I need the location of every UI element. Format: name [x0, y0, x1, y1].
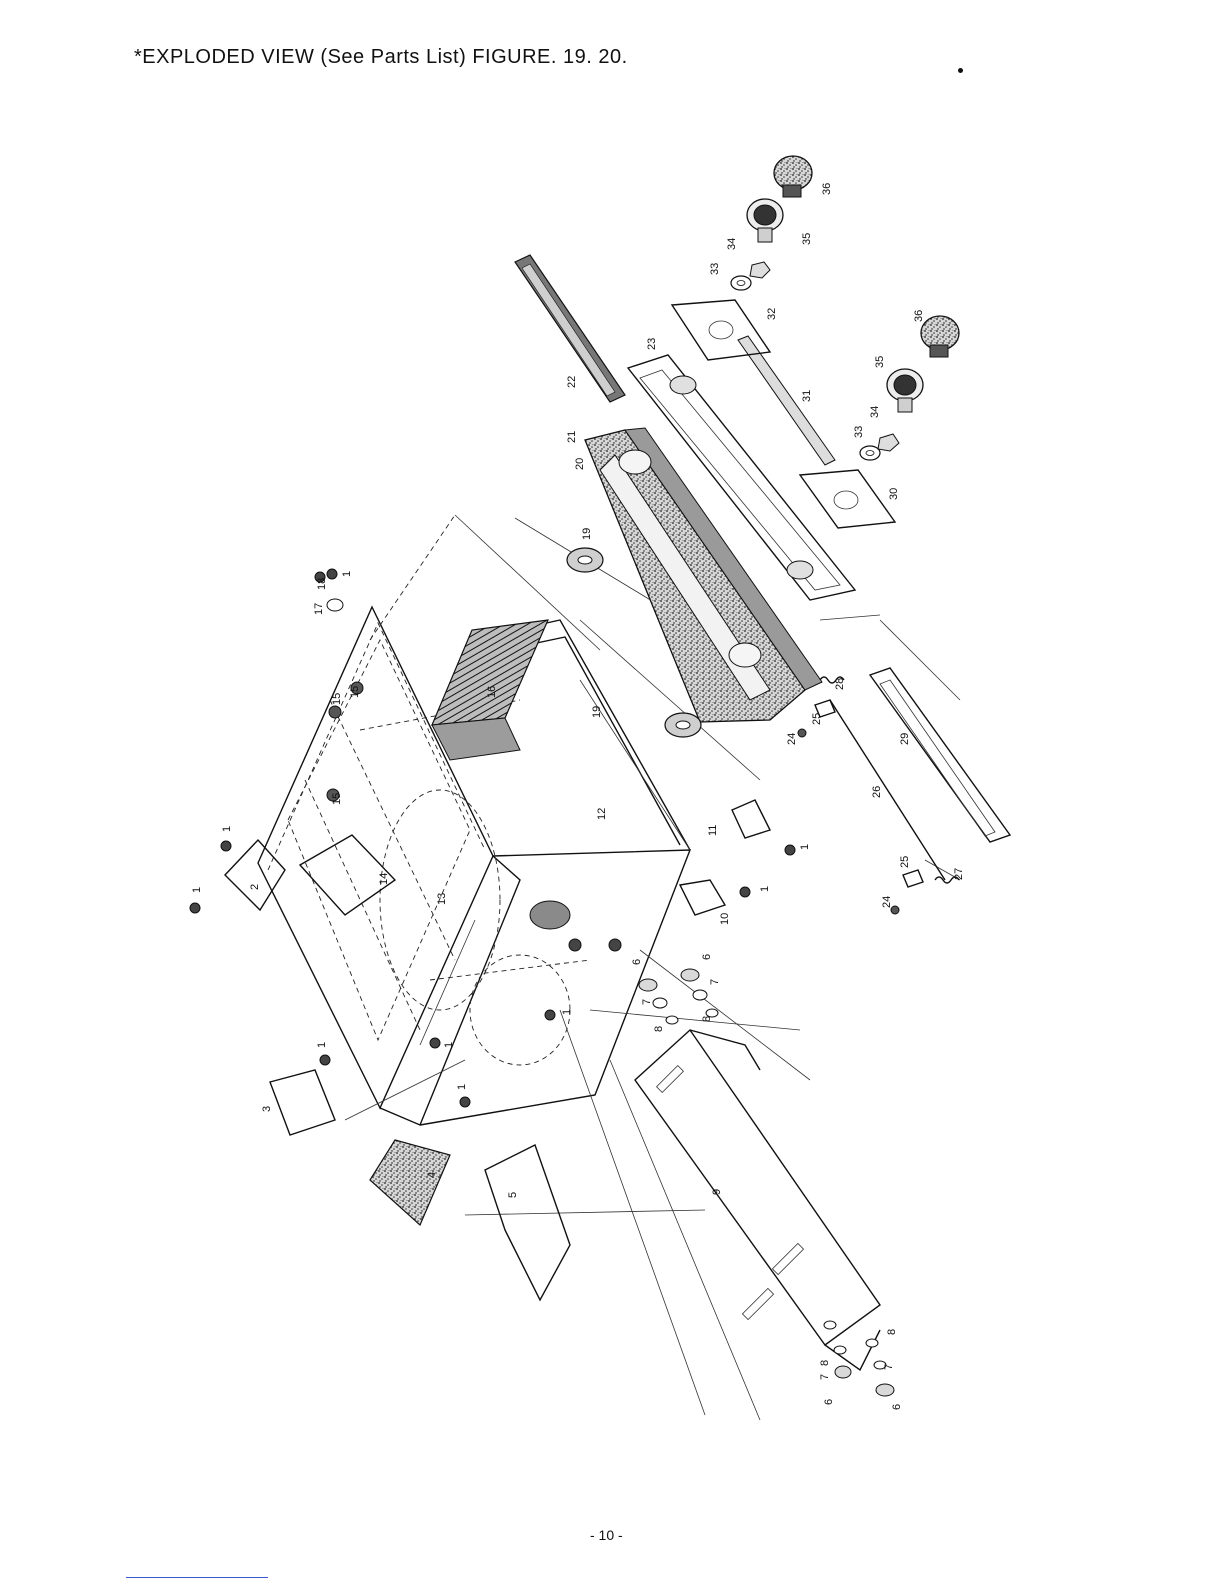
- escutcheon-19-lower: [665, 713, 701, 737]
- knob-36-lower: [921, 316, 959, 357]
- callout-label: 24: [881, 896, 893, 908]
- callout-label: 1: [456, 1084, 468, 1090]
- page-number: - 10 -: [590, 1527, 623, 1543]
- callout-label: 35: [874, 356, 886, 368]
- callout-label: 29: [899, 733, 911, 745]
- callout-label: 1: [759, 886, 771, 892]
- plate-5: [485, 1145, 570, 1300]
- callout-label: 5: [507, 1192, 519, 1198]
- callout-label: 6: [701, 954, 713, 960]
- callout-label: 8: [886, 1329, 898, 1335]
- knob-36-upper: [774, 156, 812, 197]
- slide-door-29: [870, 668, 1010, 842]
- callout-label: 31: [801, 390, 813, 402]
- callout-label: 15: [331, 793, 343, 805]
- callout-label: 4: [426, 1172, 438, 1178]
- callout-label: 36: [821, 183, 833, 195]
- callout-label: 34: [869, 406, 881, 418]
- callout-label: 14: [378, 873, 390, 885]
- callout-label: 12: [596, 808, 608, 820]
- callout-label: 23: [646, 338, 658, 350]
- callout-label: 20: [574, 458, 586, 470]
- knob-35-upper: [747, 199, 783, 242]
- callout-label: 36: [913, 310, 925, 322]
- callout-label: 27: [953, 868, 965, 880]
- callout-label: 35: [801, 233, 813, 245]
- callout-labels: 1 1 1 1 1 1 1 1 1 2 3 4 5 6 6 6 6 7 7 7 …: [191, 183, 965, 1410]
- clip-25-lower: [903, 870, 923, 887]
- callout-label: 16: [486, 686, 498, 698]
- callout-label: 7: [883, 1364, 895, 1370]
- callout-label: 25: [899, 856, 911, 868]
- callout-label: 26: [871, 786, 883, 798]
- washer-33-lower: [860, 446, 880, 460]
- callout-label: 10: [719, 913, 731, 925]
- footer-rule: [126, 1577, 268, 1578]
- wing-nut-set-lower: [824, 1321, 894, 1396]
- plate-3: [270, 1070, 335, 1135]
- callout-label: 24: [786, 733, 798, 745]
- callout-label: 7: [709, 979, 721, 985]
- callout-label: 2: [249, 884, 261, 890]
- callout-label: 25: [811, 713, 823, 725]
- bracket-11: [732, 800, 770, 838]
- front-housing-20: [585, 428, 822, 722]
- callout-label: 30: [888, 488, 900, 500]
- callout-label: 21: [566, 431, 578, 443]
- foam-pad-4: [370, 1140, 450, 1225]
- escutcheon-19-upper: [567, 548, 603, 572]
- assembly-guide-lines: [345, 515, 960, 1420]
- callout-label: 3: [261, 1106, 273, 1112]
- callout-label: 18: [316, 578, 328, 590]
- callout-label: 13: [436, 893, 448, 905]
- callout-label: 1: [191, 887, 203, 893]
- callout-label: 19: [581, 528, 593, 540]
- callout-label: 32: [766, 308, 778, 320]
- callout-label: 11: [707, 825, 719, 836]
- callout-label: 6: [891, 1404, 903, 1410]
- callout-label: 1: [443, 1042, 455, 1048]
- callout-label: 7: [819, 1374, 831, 1380]
- shaft-26: [830, 700, 945, 880]
- callout-label: 33: [853, 426, 865, 438]
- pointer-strip-31: [738, 336, 835, 465]
- callout-label: 8: [701, 1016, 713, 1022]
- callout-label: 1: [799, 844, 811, 850]
- bracket-10: [680, 880, 725, 915]
- callout-label: 1: [341, 571, 353, 577]
- callout-label: 8: [653, 1026, 665, 1032]
- callout-label: 1: [316, 1042, 328, 1048]
- callout-label: 19: [591, 706, 603, 718]
- callout-label: 1: [221, 826, 233, 832]
- knob-35-lower: [887, 369, 923, 412]
- plate-30: [800, 470, 895, 528]
- washer-33-upper: [731, 276, 751, 290]
- callout-label: 33: [709, 263, 721, 275]
- callout-label: 1: [561, 1009, 573, 1015]
- callout-label: 8: [819, 1360, 831, 1366]
- speaker: [530, 901, 570, 929]
- callout-label: 6: [823, 1399, 835, 1405]
- callout-label: 9: [711, 1189, 723, 1195]
- callout-label: 17: [313, 603, 325, 615]
- callout-label: 15: [331, 693, 343, 705]
- nut-34-lower: [878, 434, 899, 451]
- callout-label: 22: [566, 376, 578, 388]
- nut-34-upper: [750, 262, 770, 278]
- callout-label: 7: [641, 999, 653, 1005]
- mounting-bracket-9: [635, 1030, 880, 1370]
- callout-label: 28: [834, 678, 846, 690]
- callout-label: 6: [631, 959, 643, 965]
- callout-label: 15: [349, 686, 361, 698]
- washer-17: [327, 599, 343, 611]
- callout-label: 34: [726, 238, 738, 250]
- screw-24-upper: [798, 729, 806, 737]
